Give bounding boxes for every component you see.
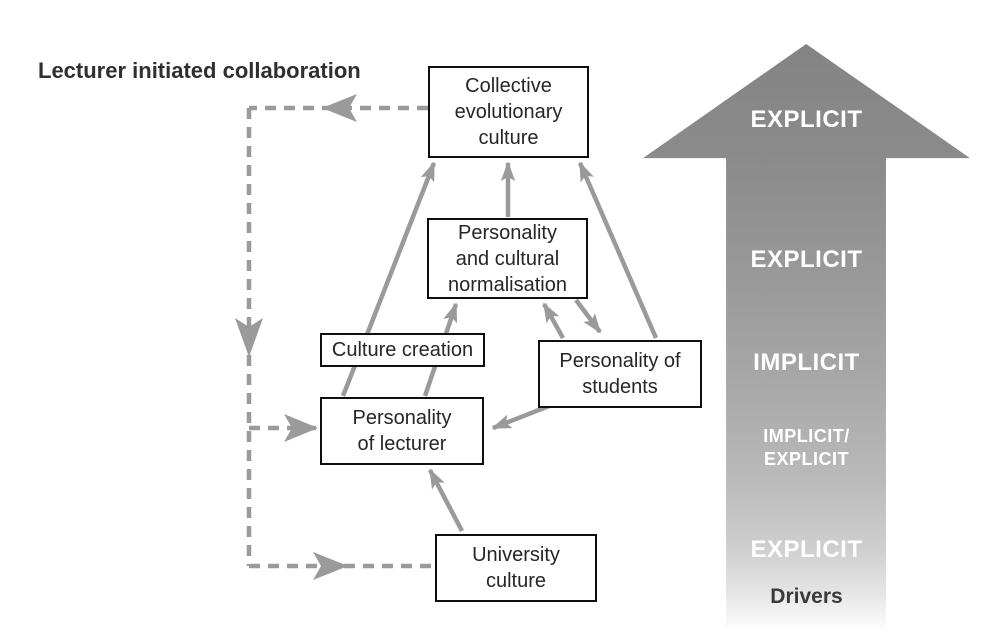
node-personality-of-students: Personality of students bbox=[538, 340, 702, 408]
node-personality-of-lecturer: Personality of lecturer bbox=[320, 397, 484, 465]
node-culture-creation: Culture creation bbox=[320, 333, 485, 367]
diagram-title: Lecturer initiated collaboration bbox=[38, 58, 361, 83]
ladder-level-explicit-top: EXPLICIT bbox=[750, 106, 863, 133]
ladder-level-explicit-upper: EXPLICIT bbox=[750, 246, 863, 273]
ladder-level-explicit-bottom: EXPLICIT bbox=[750, 536, 863, 563]
dashed-arrowhead-right-university bbox=[313, 552, 348, 580]
dashed-arrowhead-right-lecturer bbox=[284, 414, 318, 442]
edge-students-to-collective bbox=[577, 161, 659, 339]
dashed-arrowhead-down bbox=[235, 318, 263, 357]
node-personality-and-cultural-normalisation: Personality and cultural normalisation bbox=[427, 218, 588, 299]
edge-normalisation-to-students bbox=[574, 298, 602, 334]
dashed-arrowhead-left bbox=[322, 94, 357, 122]
ladder-level-implicit-explicit: IMPLICIT/ EXPLICIT bbox=[763, 426, 850, 469]
ladder-level-implicit: IMPLICIT bbox=[753, 349, 860, 376]
node-collective-evolutionary-culture: Collective evolutionary culture bbox=[428, 66, 589, 158]
edge-students-to-lecturer bbox=[491, 403, 550, 431]
drivers-caption: Drivers bbox=[770, 585, 843, 608]
edge-students-to-normalisation bbox=[542, 302, 565, 340]
edge-university-to-lecturer bbox=[428, 468, 464, 533]
node-university-culture: University culture bbox=[435, 534, 597, 602]
